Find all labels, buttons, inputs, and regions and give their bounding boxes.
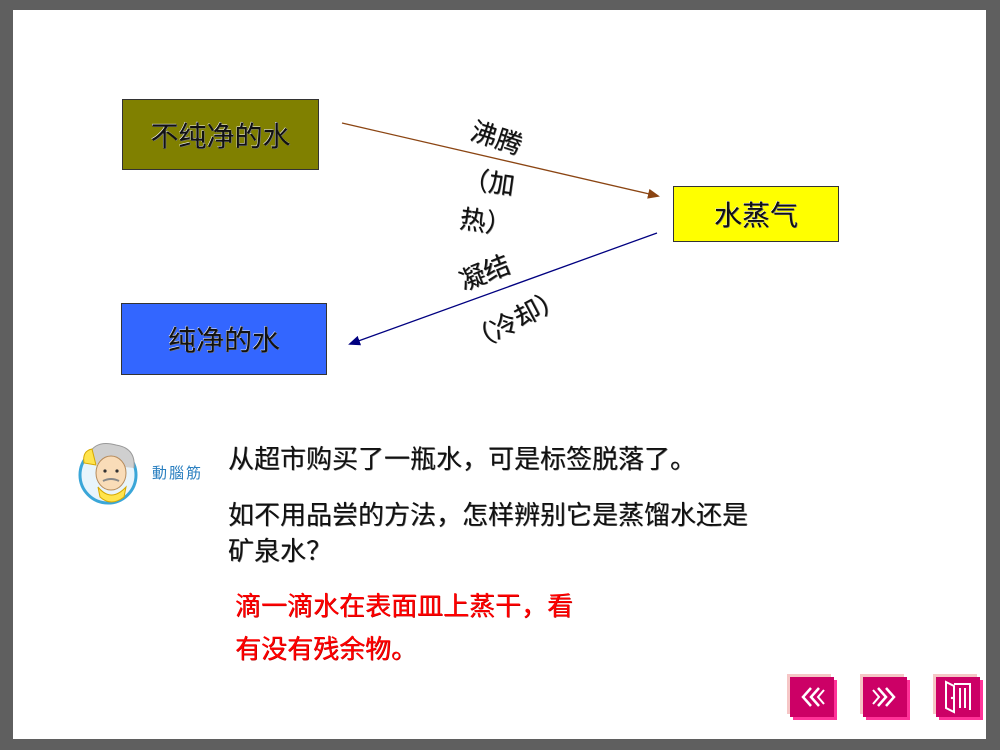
steam-box: 水蒸气 (673, 186, 839, 242)
question-text-1: 从超市购买了一瓶水，可是标签脱落了。 (228, 445, 697, 475)
impure-water-box: 不纯净的水 (122, 99, 319, 170)
heating-text-1: （加 (460, 164, 517, 202)
question-text-3: 矿泉水？ (228, 537, 333, 567)
question-line-3: 矿泉水？ (228, 530, 332, 574)
heating-label-2: 热） (458, 199, 515, 243)
heating-text-2: 热） (457, 204, 514, 242)
slide: 不纯净的水 水蒸气 纯净的水 沸腾 （加 热） 凝结 （冷却） (13, 10, 986, 739)
answer-line-2: 有没有残余物。 (235, 628, 417, 672)
mascot-caption: 動腦筋 (152, 464, 204, 482)
pure-water-box: 纯净的水 (121, 303, 327, 375)
double-chevron-right-icon (872, 687, 896, 707)
thinking-mascot: 動腦筋 (76, 433, 216, 513)
pure-water-label: 纯净的水 (167, 324, 280, 357)
answer-line-1: 滴一滴水在表面皿上蒸干，看 (235, 585, 573, 629)
condensing-arrow (348, 232, 658, 346)
question-text-2: 如不用品尝的方法，怎样辨别它是蒸馏水还是 (228, 501, 749, 531)
question-line-2: 如不用品尝的方法，怎样辨别它是蒸馏水还是 (228, 494, 748, 538)
exit-button[interactable] (936, 677, 980, 717)
next-button[interactable] (863, 677, 907, 717)
answer-text-2: 有没有残余物。 (235, 635, 418, 665)
question-line-1: 从超市购买了一瓶水，可是标签脱落了。 (228, 438, 696, 482)
answer-text-1: 滴一滴水在表面皿上蒸干，看 (235, 592, 574, 622)
boiling-arrow (341, 122, 660, 199)
impure-water-label: 不纯净的水 (150, 119, 291, 153)
process-arrows (341, 122, 660, 346)
double-chevron-left-icon (801, 687, 825, 707)
einstein-mascot-icon (78, 443, 138, 505)
previous-button[interactable] (790, 677, 834, 717)
door-exit-icon (945, 680, 971, 714)
heating-label-1: （加 (461, 159, 518, 203)
steam-label: 水蒸气 (713, 199, 798, 232)
